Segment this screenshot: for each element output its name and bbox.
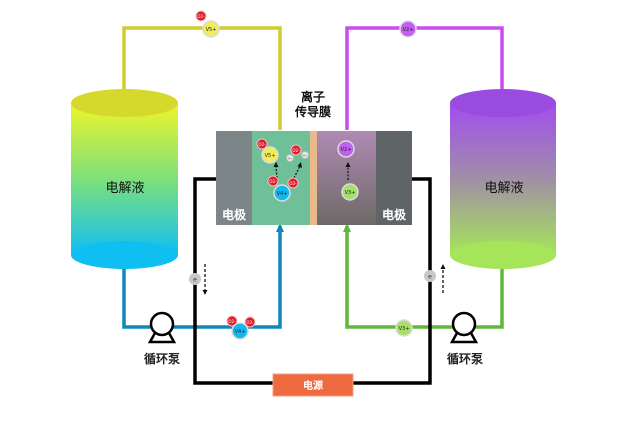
svg-text:V4+: V4+ bbox=[235, 329, 246, 335]
left-pump-icon[interactable] bbox=[147, 311, 177, 344]
left-tank-label: 电解液 bbox=[105, 181, 144, 196]
ion-v3-bottom-pipe: V3+ bbox=[395, 319, 413, 337]
ion-v4-bottom-pipe: V4+ bbox=[231, 322, 249, 340]
svg-text:V2+: V2+ bbox=[403, 27, 414, 33]
right-pump-label: 循环泵 bbox=[447, 351, 483, 366]
ion-h-b: H+ bbox=[301, 151, 309, 159]
ion-o2-top-pipe: O2- bbox=[195, 10, 207, 22]
electron-flow-arrow-down bbox=[202, 264, 208, 295]
svg-text:e: e bbox=[428, 274, 432, 281]
svg-text:O2-: O2- bbox=[246, 320, 254, 325]
ion-o2-c: O2- bbox=[267, 175, 279, 187]
ion-v3-cell: V3+ bbox=[341, 183, 359, 201]
right-tank bbox=[450, 89, 556, 269]
ion-v5-cell: V5+ bbox=[261, 146, 279, 164]
svg-text:V2+: V2+ bbox=[341, 147, 352, 153]
svg-text:e: e bbox=[193, 277, 197, 284]
right-pump-icon[interactable] bbox=[449, 311, 479, 344]
svg-text:O2-: O2- bbox=[228, 319, 236, 324]
svg-text:O2-: O2- bbox=[269, 179, 277, 184]
membrane-label-line2: 传导膜 bbox=[294, 104, 331, 119]
left-pump-label: 循环泵 bbox=[144, 351, 180, 366]
electron-flow-arrow-up bbox=[440, 264, 446, 293]
right-tank-label: 电解液 bbox=[484, 181, 523, 196]
svg-text:H+: H+ bbox=[288, 157, 293, 161]
svg-text:V3+: V3+ bbox=[399, 326, 410, 332]
membrane-label-line1: 离子 bbox=[301, 89, 325, 104]
svg-text:O2-: O2- bbox=[197, 14, 205, 19]
right-pipe-bottom bbox=[343, 223, 504, 329]
svg-text:V5+: V5+ bbox=[265, 153, 276, 159]
svg-text:O2-: O2- bbox=[289, 181, 297, 186]
right-electrode bbox=[376, 131, 412, 225]
ion-o2-d: O2- bbox=[287, 177, 299, 189]
ion-v2-top-pipe: V2+ bbox=[399, 20, 417, 38]
ion-h-a: H+ bbox=[286, 154, 294, 162]
ion-v5-top-pipe: V5+ bbox=[202, 20, 220, 38]
ion-o2-b: O2- bbox=[290, 144, 302, 156]
ion-o2-a: O2- bbox=[256, 138, 268, 150]
reaction-arrow-right bbox=[345, 162, 351, 180]
ion-v2-cell: V2+ bbox=[337, 140, 355, 158]
ion-o2-bottom-pipe-b: O2- bbox=[244, 316, 256, 328]
electron-right: e bbox=[424, 270, 436, 282]
right-electrode-label: 电极 bbox=[382, 207, 407, 222]
left-tank bbox=[71, 89, 178, 269]
power-source-label: 电源 bbox=[303, 379, 323, 392]
ion-v4-cell: V4+ bbox=[273, 184, 291, 202]
svg-text:O2-: O2- bbox=[292, 148, 300, 153]
svg-text:H+: H+ bbox=[303, 154, 308, 158]
ion-membrane bbox=[310, 131, 317, 225]
svg-text:O2-: O2- bbox=[258, 142, 266, 147]
left-electrode-label: 电极 bbox=[222, 207, 247, 222]
left-pipe-bottom bbox=[122, 223, 284, 329]
svg-text:V4+: V4+ bbox=[277, 191, 288, 197]
power-source-box[interactable] bbox=[272, 373, 354, 397]
svg-text:V5+: V5+ bbox=[206, 27, 217, 33]
electron-left: e bbox=[189, 273, 201, 285]
left-electrode bbox=[216, 131, 252, 225]
reaction-arrows-left bbox=[273, 162, 302, 179]
svg-text:V3+: V3+ bbox=[345, 190, 356, 196]
ion-o2-bottom-pipe-a: O2- bbox=[226, 315, 238, 327]
